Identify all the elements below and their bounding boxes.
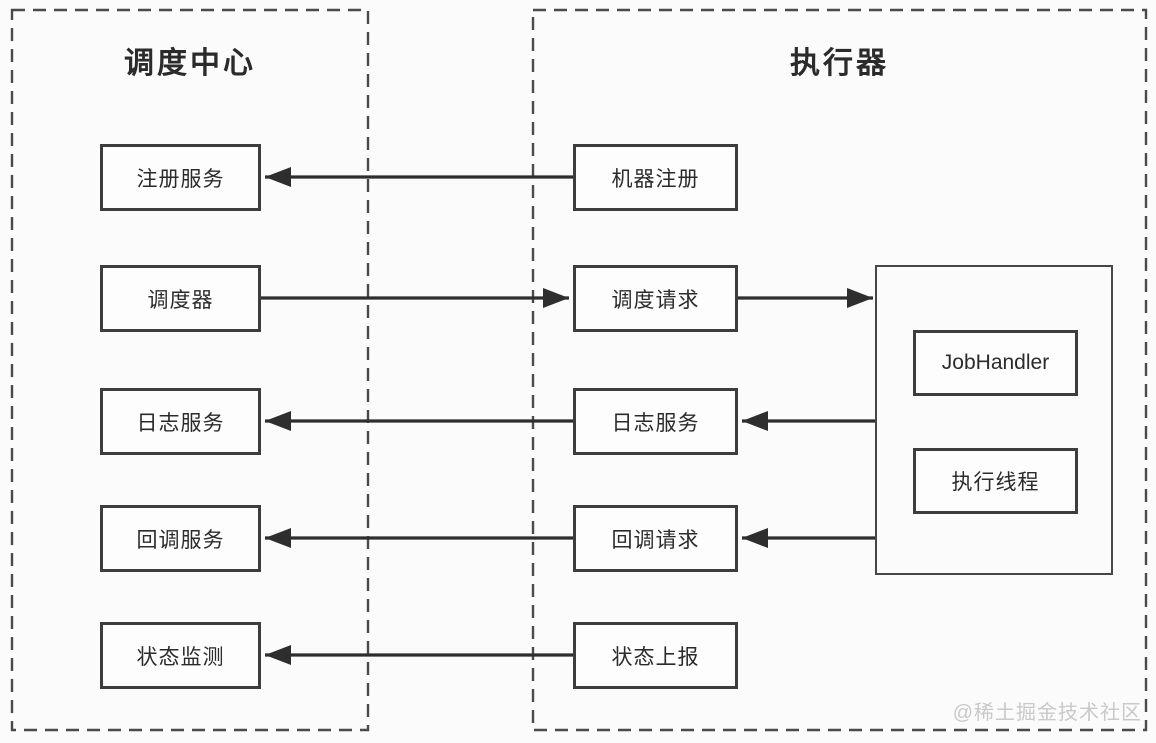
node-schedule-request: 调度请求	[573, 265, 738, 332]
node-callback-request: 回调请求	[573, 505, 738, 572]
node-status-report: 状态上报	[573, 622, 738, 689]
node-status-monitor: 状态监测	[100, 622, 261, 689]
node-scheduler: 调度器	[100, 265, 261, 332]
node-log-service-executor: 日志服务	[573, 388, 738, 455]
node-callback-service: 回调服务	[100, 505, 261, 572]
node-machine-register: 机器注册	[573, 144, 738, 211]
node-register-service: 注册服务	[100, 144, 261, 211]
node-jobhandler: JobHandler	[913, 330, 1078, 396]
watermark-juejin: @稀土掘金技术社区	[952, 702, 1142, 724]
node-log-service-center: 日志服务	[100, 388, 261, 455]
executor-runtime-box	[875, 265, 1113, 575]
scheduler-center-title: 调度中心	[124, 47, 256, 80]
executor-title: 执行器	[790, 47, 889, 80]
node-execution-thread: 执行线程	[913, 448, 1078, 514]
